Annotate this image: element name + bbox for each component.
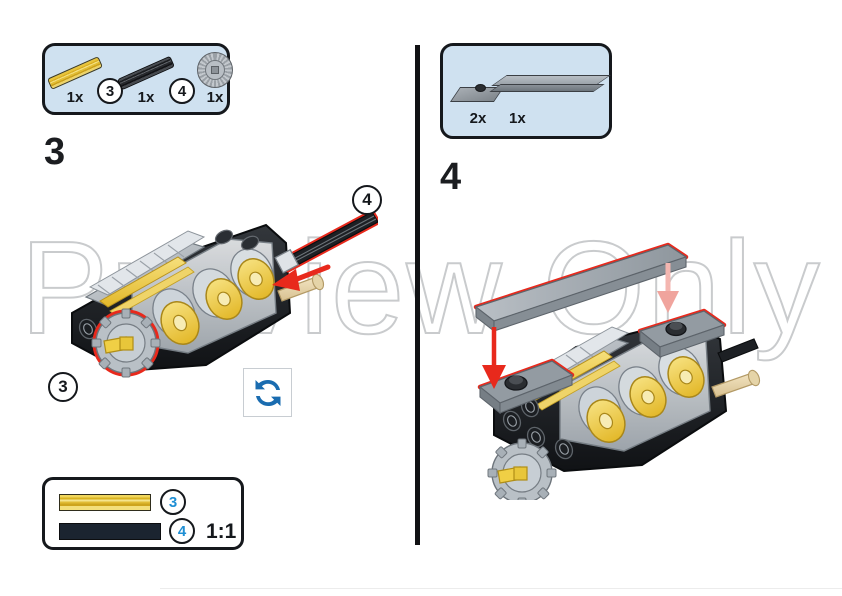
- scale-bar-black: [59, 522, 161, 540]
- gray-plate-1x2-icon: [449, 83, 505, 105]
- yellow-axle-icon: [46, 56, 104, 90]
- part-quantity: 1x: [137, 89, 155, 106]
- highlighted-plate-front: [477, 358, 575, 415]
- callout-badge-3: 3: [48, 372, 78, 402]
- assembly-illustration-step-3: [28, 195, 381, 410]
- part-item: 1x: [195, 50, 235, 105]
- assembly-arrow: [272, 264, 331, 291]
- highlighted-gear-part-3: [91, 308, 161, 378]
- scale-reference-box: 3 4 1:1: [42, 477, 244, 550]
- scale-bar-yellow: [59, 493, 151, 511]
- scale-badge-4: 4: [169, 518, 195, 544]
- parts-callout-step-4: 2x 1x: [440, 43, 612, 139]
- step-number-3: 3: [44, 131, 65, 173]
- scale-ratio-label: 1:1: [206, 519, 237, 543]
- part-item: 1x: [489, 65, 611, 127]
- step-divider: [415, 45, 420, 545]
- assembly-illustration-step-4: [468, 235, 808, 508]
- highlighted-axle-part-4: [274, 209, 381, 274]
- parts-callout-step-3: 1x 3 1x 4 1x: [42, 43, 233, 115]
- assembly-arrow-rear: [657, 263, 679, 313]
- scale-row: 4 1:1: [59, 518, 236, 544]
- gray-gear-icon: [195, 50, 235, 90]
- highlighted-long-beam: [473, 242, 689, 333]
- gray-long-beam-icon: [489, 73, 611, 103]
- black-axle-icon: [117, 55, 175, 91]
- scale-badge-3: 3: [160, 489, 186, 515]
- callout-badge-4: 4: [352, 185, 382, 215]
- scale-row: 3: [59, 489, 186, 515]
- step-number-4: 4: [440, 156, 461, 198]
- part-quantity: 1x: [509, 110, 526, 127]
- highlighted-plate-rear: [637, 308, 727, 359]
- part-item: 1x: [46, 56, 104, 106]
- part-item: 1x: [117, 55, 175, 106]
- rotate-icon: [243, 368, 292, 417]
- part-quantity: 1x: [206, 89, 224, 106]
- assembly-arrow-front: [482, 327, 506, 389]
- part-quantity: 2x: [469, 110, 487, 127]
- part-item: 2x: [449, 59, 505, 127]
- part-badge-4: 4: [169, 78, 195, 104]
- part-quantity: 1x: [66, 89, 84, 106]
- footer-rule: [160, 588, 842, 589]
